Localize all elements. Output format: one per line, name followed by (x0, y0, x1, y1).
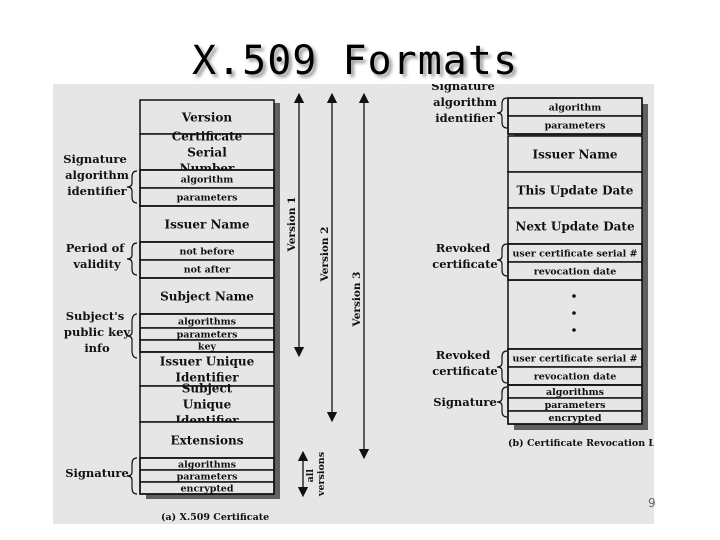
cert-field-label: parameters (177, 472, 238, 483)
cert-field-label: Extensions (170, 434, 243, 448)
crl-side-label-revoked-1: Revoked certificate (432, 241, 498, 271)
cert-field-label: key (198, 342, 217, 353)
crl-field-label: This Update Date (517, 184, 634, 198)
crl-field-label: Issuer Name (532, 148, 617, 162)
page-title: X.509 Formats (191, 38, 519, 84)
cert-field-label: parameters (177, 330, 238, 341)
crl-ellipsis-dot (572, 294, 576, 298)
page-number: 9 (648, 496, 656, 510)
cert-field-label: algorithm (181, 175, 234, 186)
cert-field-label: encrypted (181, 484, 234, 495)
certificate-caption: (a) X.509 Certificate (161, 512, 269, 523)
crl-field-label: user certificate serial # (512, 249, 637, 260)
cert-field-box (139, 133, 275, 171)
crl-field-label: algorithm (549, 103, 602, 114)
cert-field-box (139, 99, 275, 135)
version-1-label: Version 1 (286, 197, 298, 253)
cert-field-label: algorithms (178, 317, 236, 328)
cert-field-box (139, 277, 275, 315)
crl-field-label: algorithms (546, 387, 604, 398)
cert-subfield-group (139, 313, 275, 353)
crl-ellipsis-box (507, 279, 643, 350)
crl-caption: (b) Certificate Revocation List (508, 438, 654, 449)
version-arrows: Version 1 Version 2 Version 3 all versio… (286, 92, 370, 498)
cert-subfield-group (139, 457, 275, 495)
cert-field-label: parameters (177, 193, 238, 204)
all-versions-label: all versions (305, 452, 327, 497)
crl-side-label-signature: Signature (433, 395, 497, 409)
cert-field-box (139, 385, 275, 423)
cert-field-label: Version (181, 111, 232, 125)
cert-field-label: not before (179, 247, 234, 258)
crl-subfield-group (507, 384, 643, 425)
crl-field-box (507, 171, 643, 209)
crl-field-label: encrypted (549, 413, 602, 424)
crl-field-box (507, 207, 643, 245)
cert-field-label: algorithms (178, 460, 236, 471)
cert-side-label-period-validity: Period of validity (66, 241, 128, 271)
cert-field-box (139, 421, 275, 459)
crl-ellipsis-dot (572, 328, 576, 332)
crl-ellipsis-dot (572, 311, 576, 315)
crl-field-label: parameters (545, 400, 606, 411)
crl-field-label: revocation date (534, 372, 617, 383)
cert-field-box (139, 205, 275, 243)
crl-field-label: parameters (545, 121, 606, 132)
cert-side-label-signature: Signature (65, 466, 129, 480)
cert-field-label: Issuer Name (164, 218, 249, 232)
crl-field-label: Next Update Date (515, 220, 635, 234)
crl-field-label: revocation date (534, 267, 617, 278)
cert-field-label: not after (184, 265, 232, 276)
crl-side-label-revoked-2: Revoked certificate (432, 348, 498, 378)
cert-field-label: Subject Name (160, 290, 254, 304)
crl-field-box (507, 135, 643, 173)
crl-field-label: user certificate serial # (512, 354, 637, 365)
version-3-label: Version 3 (351, 272, 363, 328)
version-2-label: Version 2 (319, 227, 331, 283)
